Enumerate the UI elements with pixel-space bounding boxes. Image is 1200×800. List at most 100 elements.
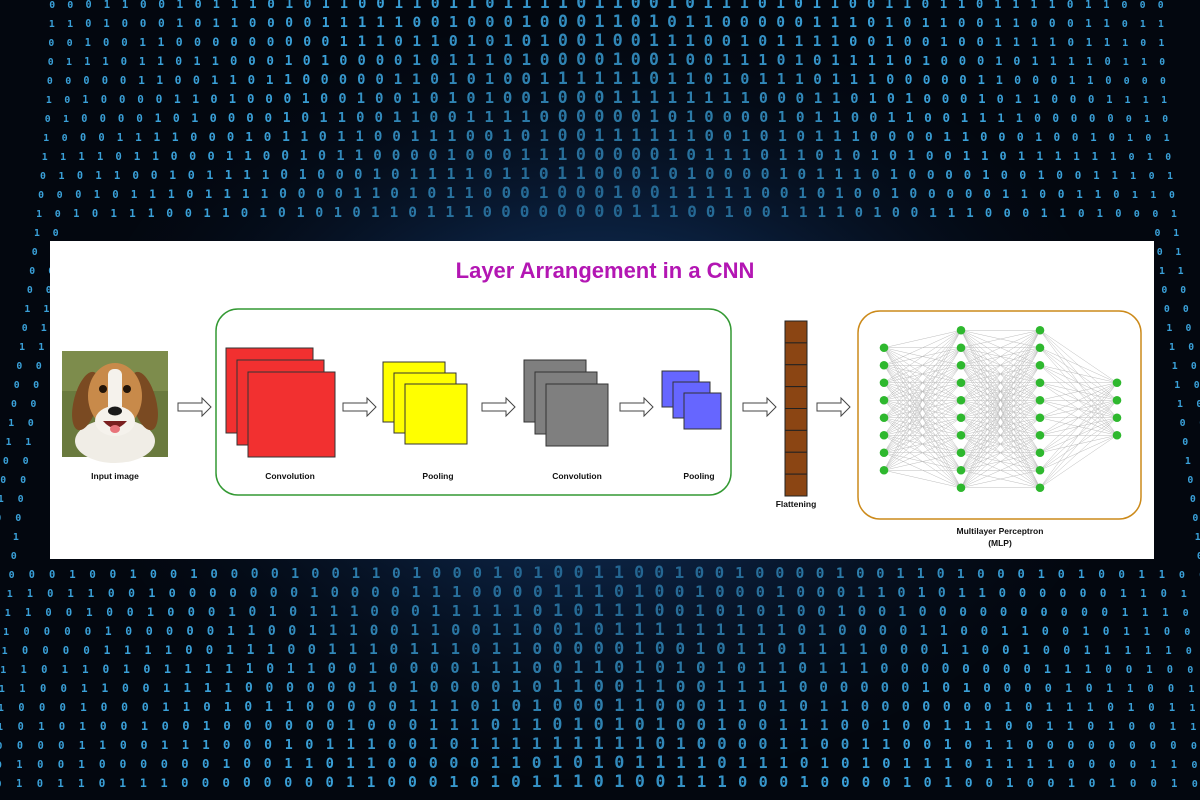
feature-extraction-box bbox=[215, 308, 732, 496]
binary-digit: 0 bbox=[867, 15, 875, 31]
binary-digit: 0 bbox=[304, 0, 312, 12]
binary-digit: 0 bbox=[758, 32, 767, 50]
binary-digit: 0 bbox=[675, 601, 685, 620]
binary-digit: 1 bbox=[247, 643, 255, 658]
binary-digit: 0 bbox=[393, 91, 402, 107]
binary-digit: 1 bbox=[1049, 36, 1056, 49]
binary-digit: 1 bbox=[66, 57, 72, 68]
binary-digit: 1 bbox=[614, 733, 624, 753]
binary-digit: 0 bbox=[1190, 494, 1196, 505]
binary-digit: 1 bbox=[467, 32, 476, 50]
binary-digit: 0 bbox=[16, 361, 22, 372]
binary-digit: 0 bbox=[984, 699, 992, 714]
binary-digit: 0 bbox=[938, 586, 946, 601]
binary-digit: 1 bbox=[742, 146, 751, 164]
binary-digit: 0 bbox=[965, 776, 973, 791]
binary-digit: 0 bbox=[649, 69, 659, 88]
binary-digit: 0 bbox=[185, 206, 192, 220]
binary-digit: 0 bbox=[889, 149, 897, 164]
binary-digit: 1 bbox=[491, 658, 500, 677]
binary-digit: 0 bbox=[429, 109, 438, 126]
binary-digit: 1 bbox=[1032, 55, 1039, 68]
flattening-label: Flattening bbox=[776, 499, 817, 509]
binary-digit: 0 bbox=[512, 696, 522, 715]
binary-digit: 0 bbox=[521, 69, 531, 88]
binary-digit: 0 bbox=[941, 72, 949, 87]
binary-digit: 1 bbox=[1055, 150, 1062, 163]
binary-digit: 0 bbox=[503, 50, 512, 69]
mlp-node-layer-4 bbox=[1112, 395, 1122, 405]
binary-digit: 0 bbox=[263, 148, 271, 163]
binary-digit: 0 bbox=[738, 716, 747, 734]
binary-digit: 0 bbox=[410, 660, 419, 677]
binary-digit: 0 bbox=[450, 735, 459, 753]
binary-digit: 0 bbox=[1081, 606, 1088, 619]
binary-digit: 0 bbox=[156, 93, 163, 106]
binary-digit: 1 bbox=[511, 734, 521, 753]
binary-digit: 0 bbox=[491, 677, 500, 696]
binary-digit: 1 bbox=[169, 168, 176, 182]
binary-digit: 0 bbox=[1113, 189, 1119, 201]
binary-digit: 0 bbox=[39, 702, 45, 714]
binary-digit: 1 bbox=[877, 585, 885, 601]
binary-digit: 0 bbox=[3, 456, 9, 467]
binary-digit: 0 bbox=[303, 35, 311, 50]
binary-digit: 1 bbox=[594, 733, 604, 753]
mlp-node-layer-2 bbox=[956, 395, 966, 405]
binary-digit: 1 bbox=[816, 167, 825, 183]
binary-digit: 0 bbox=[860, 680, 868, 696]
binary-digit: 1 bbox=[669, 202, 679, 221]
binary-digit: 0 bbox=[287, 643, 295, 658]
binary-digit: 0 bbox=[0, 779, 2, 790]
binary-digit: 1 bbox=[485, 70, 494, 88]
binary-digit: 0 bbox=[1088, 739, 1095, 752]
mlp-network bbox=[879, 325, 1122, 493]
binary-digit: 0 bbox=[376, 0, 385, 12]
binary-digit: 1 bbox=[985, 756, 993, 771]
binary-digit: 1 bbox=[840, 699, 849, 715]
binary-digit: 1 bbox=[513, 601, 523, 620]
binary-digit: 0 bbox=[1164, 304, 1170, 315]
binary-digit: 1 bbox=[410, 167, 419, 183]
binary-digit: 1 bbox=[778, 109, 787, 126]
binary-digit: 0 bbox=[336, 167, 344, 183]
binary-digit: 0 bbox=[841, 737, 850, 753]
binary-digit: 1 bbox=[1093, 170, 1099, 182]
binary-digit: 0 bbox=[925, 130, 933, 145]
binary-digit: 1 bbox=[614, 771, 624, 791]
binary-digit: 1 bbox=[229, 92, 236, 106]
binary-digit: 0 bbox=[18, 722, 24, 733]
mlp-connection bbox=[960, 452, 1041, 488]
binary-digit: 1 bbox=[836, 566, 845, 582]
binary-digit: 1 bbox=[368, 680, 377, 696]
binary-digit: 0 bbox=[1005, 719, 1012, 733]
binary-digit: 0 bbox=[761, 184, 770, 202]
binary-digit: 1 bbox=[212, 54, 219, 68]
binary-digit: 0 bbox=[851, 110, 859, 126]
binary-digit: 0 bbox=[1147, 683, 1153, 695]
binary-digit: 1 bbox=[1150, 759, 1156, 771]
binary-digit: 0 bbox=[348, 661, 357, 677]
mlp-node-layer-4 bbox=[1112, 413, 1122, 423]
binary-digit: 0 bbox=[28, 418, 34, 429]
binary-digit: 1 bbox=[943, 129, 951, 144]
binary-digit: 1 bbox=[141, 719, 148, 733]
binary-digit: 0 bbox=[775, 564, 784, 582]
binary-digit: 1 bbox=[190, 567, 197, 581]
binary-digit: 0 bbox=[472, 621, 481, 639]
binary-digit: 1 bbox=[996, 73, 1003, 87]
binary-digit: 1 bbox=[540, 88, 550, 107]
binary-digit: 1 bbox=[0, 494, 4, 505]
binary-digit: 1 bbox=[1169, 342, 1175, 353]
binary-digit: 0 bbox=[288, 624, 296, 639]
binary-digit: 1 bbox=[88, 587, 95, 600]
binary-digit: 0 bbox=[278, 206, 286, 221]
binary-digit: 1 bbox=[1002, 187, 1009, 201]
binary-digit: 1 bbox=[79, 739, 86, 752]
binary-digit: 0 bbox=[614, 752, 624, 772]
binary-digit: 1 bbox=[1092, 151, 1098, 163]
binary-digit: 0 bbox=[685, 0, 695, 12]
binary-digit: 1 bbox=[635, 734, 645, 753]
binary-digit: 0 bbox=[983, 661, 991, 676]
binary-digit: 0 bbox=[450, 659, 459, 677]
